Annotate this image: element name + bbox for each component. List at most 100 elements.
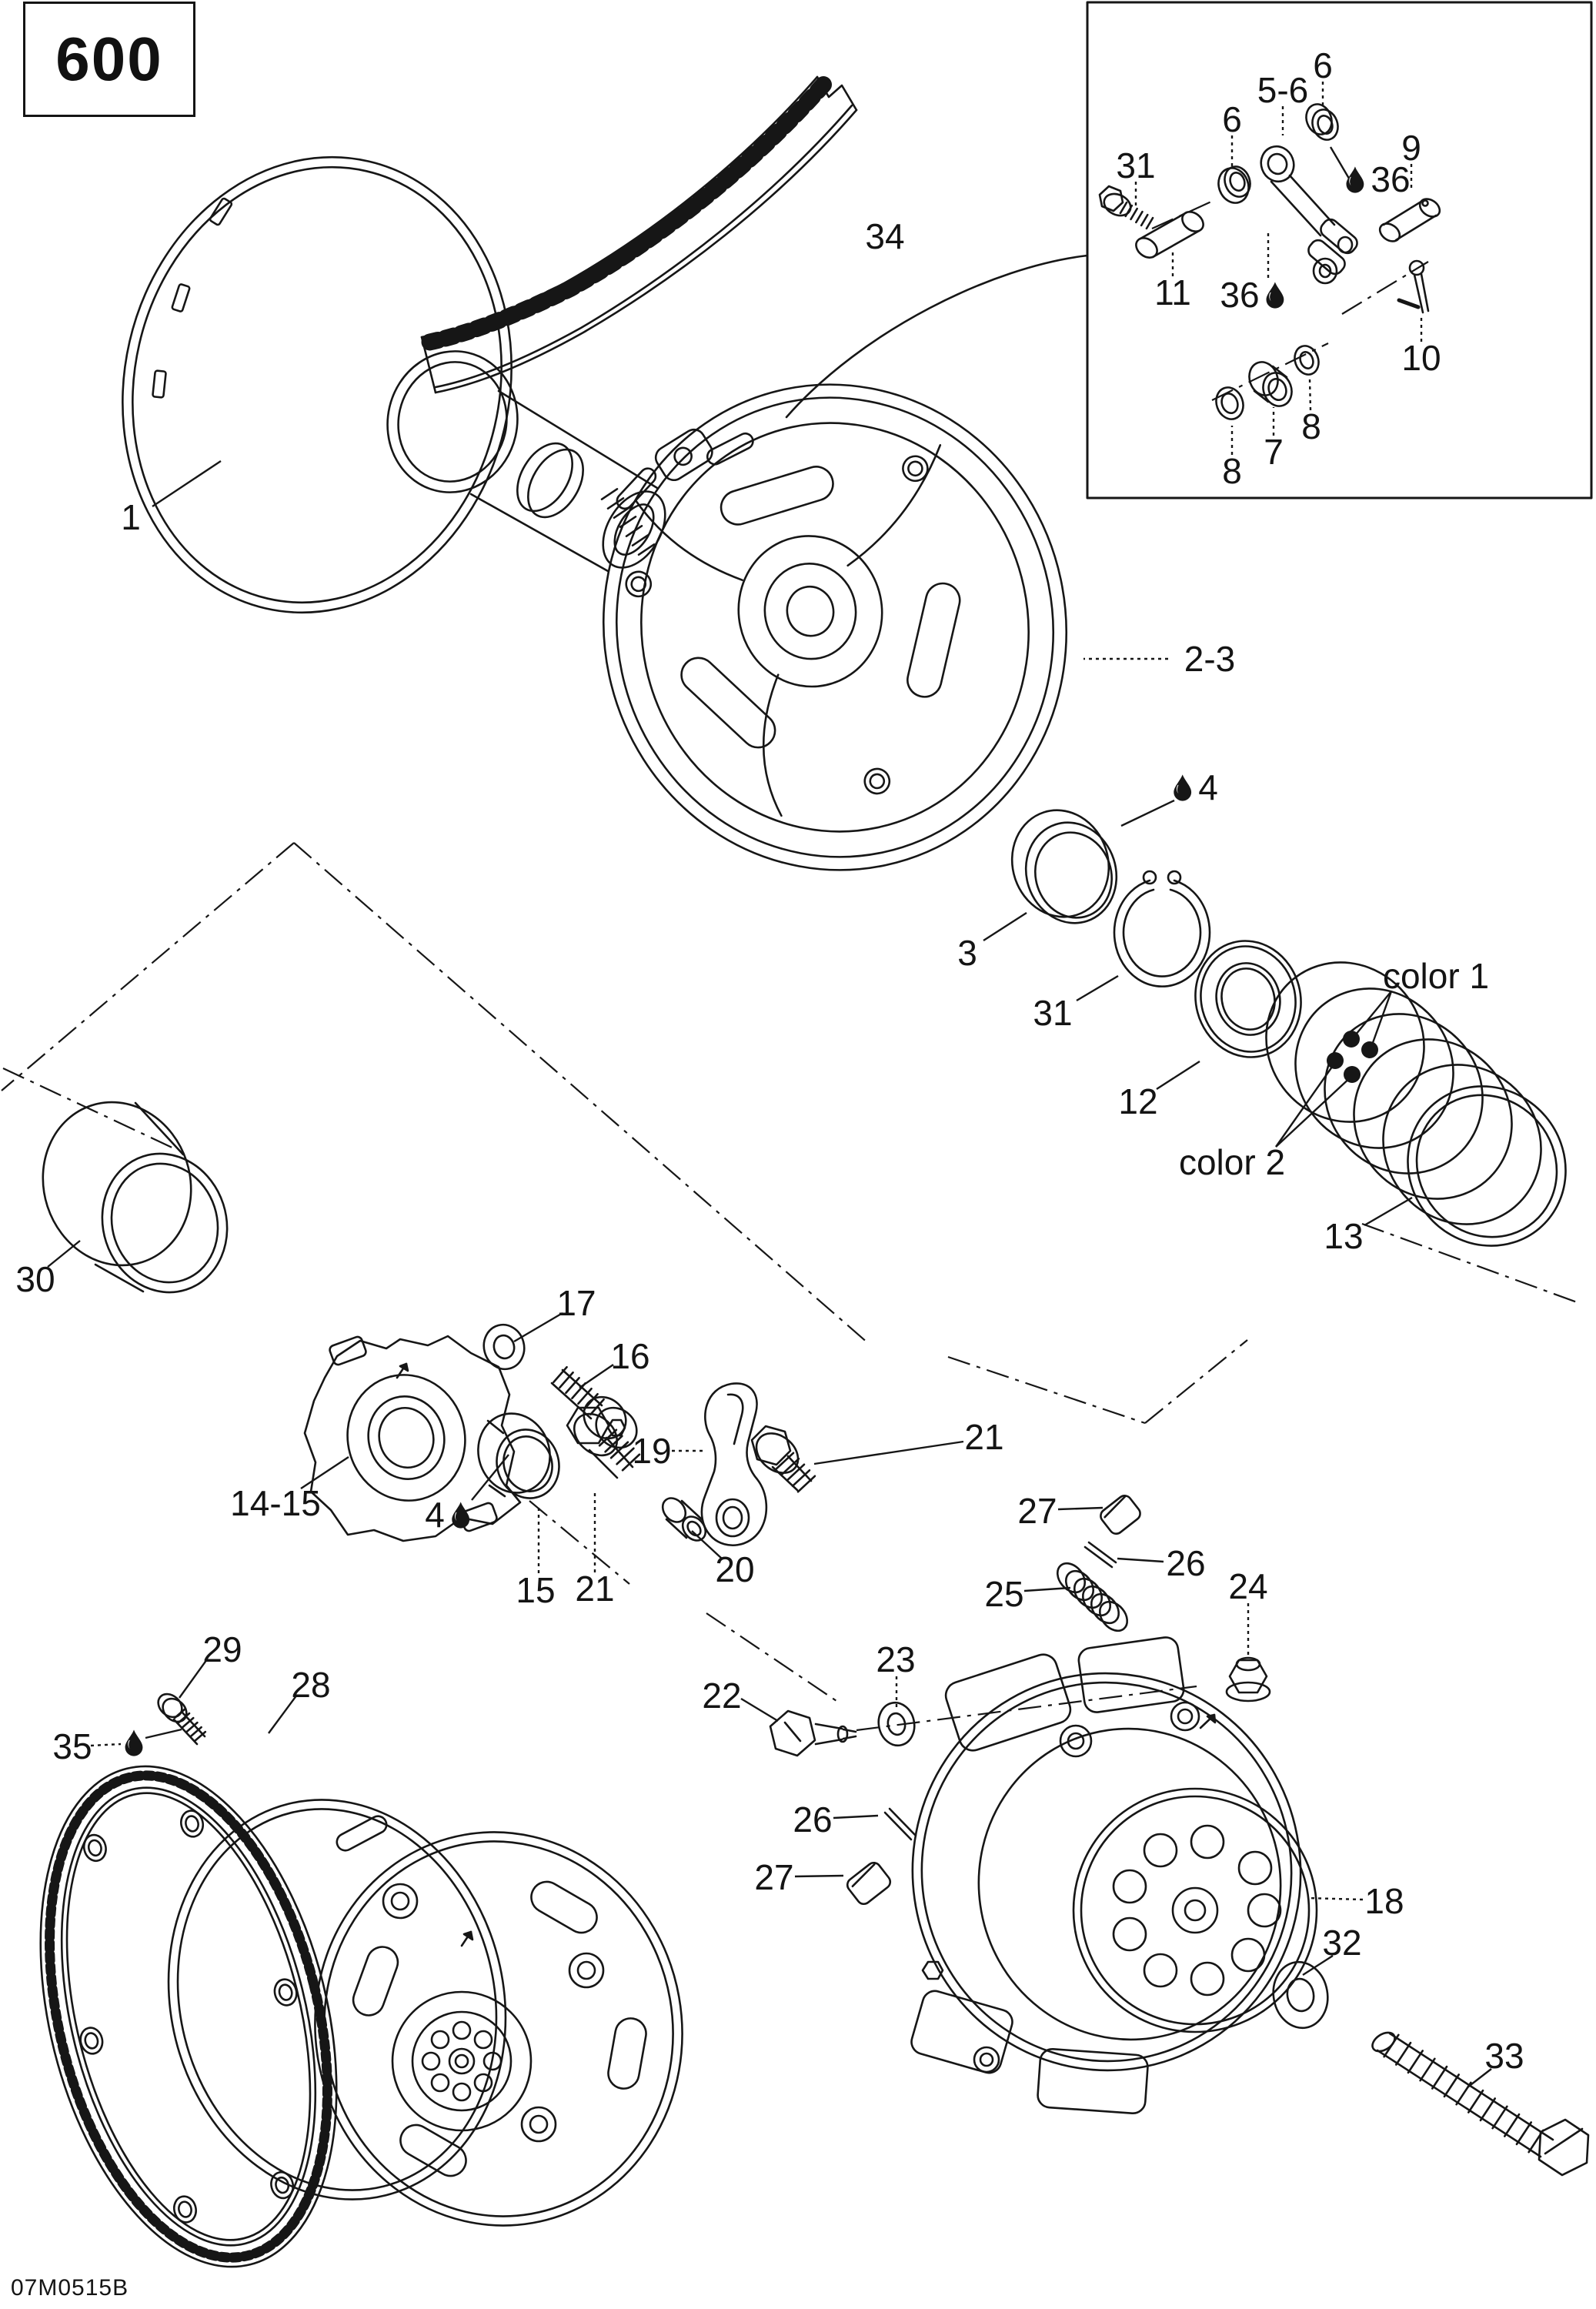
leader-line bbox=[813, 1440, 964, 1465]
thread-hatch bbox=[1407, 2050, 1424, 2074]
thread-hatch bbox=[1443, 2073, 1460, 2098]
part-number-label: 34 bbox=[865, 216, 905, 256]
part-callout-3: 3 bbox=[957, 935, 977, 971]
thread-hatch bbox=[1395, 2041, 1412, 2066]
part-callout-color-2: color 2 bbox=[1179, 1144, 1285, 1180]
thread-hatch bbox=[600, 488, 619, 500]
leader-line bbox=[47, 1240, 81, 1268]
part-number-label: 18 bbox=[1364, 1881, 1404, 1921]
thread-hatch bbox=[1130, 207, 1138, 221]
axis-line bbox=[1, 842, 295, 1091]
thread-hatch bbox=[1504, 2113, 1521, 2137]
axis-line bbox=[529, 1500, 630, 1585]
thread-hatch bbox=[589, 1398, 605, 1416]
cam-lever-drawing bbox=[700, 1382, 768, 1546]
axis-line bbox=[1211, 343, 1329, 401]
part-callout-8: 8 bbox=[1222, 453, 1242, 489]
part-number-label: 6 bbox=[1222, 99, 1242, 139]
part-callout-27: 27 bbox=[754, 1860, 793, 1895]
part-number-label: 21 bbox=[575, 1569, 615, 1609]
axis-line bbox=[293, 842, 869, 1344]
thread-hatch bbox=[565, 1376, 580, 1395]
part-number-label: 35 bbox=[52, 1726, 92, 1766]
leader-line bbox=[1275, 1061, 1337, 1148]
socket-screw-drawing bbox=[550, 1368, 638, 1449]
thread-hatch bbox=[559, 1371, 574, 1389]
slider-27-upper-drawing bbox=[1100, 1494, 1141, 1535]
model-badge-text: 600 bbox=[55, 25, 163, 93]
belt-drawing bbox=[419, 75, 858, 394]
thread-hatch bbox=[613, 506, 631, 519]
small-washer-17-drawing bbox=[482, 1323, 526, 1371]
part-callout-25: 25 bbox=[984, 1576, 1023, 1612]
part-callout-9: 9 bbox=[1401, 130, 1421, 165]
axis-line bbox=[2, 1068, 176, 1150]
part-number-label: 1 bbox=[121, 497, 141, 537]
part-number-label: 28 bbox=[291, 1665, 331, 1705]
leader-line bbox=[691, 1530, 723, 1559]
thread-hatch bbox=[185, 1721, 199, 1733]
thread-hatch bbox=[1383, 2033, 1400, 2058]
part-number-label: color 1 bbox=[1382, 956, 1490, 996]
document-code: 07M0515B bbox=[11, 2275, 129, 2301]
thread-hatch bbox=[775, 1452, 795, 1470]
ring-gear-drawing bbox=[39, 1765, 338, 2268]
thread-hatch bbox=[1124, 204, 1134, 218]
part-number-label: 13 bbox=[1324, 1216, 1364, 1256]
thread-hatch bbox=[1145, 216, 1154, 230]
fixed-sheave-drawing bbox=[122, 155, 666, 614]
leader-line bbox=[300, 1455, 349, 1490]
part-number-label: 19 bbox=[632, 1431, 672, 1471]
movable-sheave-drawing bbox=[910, 1636, 1318, 2115]
part-callout-29: 29 bbox=[202, 1632, 242, 1667]
thread-hatch bbox=[553, 1365, 568, 1384]
part-number-label: 31 bbox=[1033, 993, 1073, 1033]
oil-drop-icon bbox=[451, 1502, 469, 1529]
part-number-label: 10 bbox=[1401, 338, 1441, 378]
part-callout-31: 31 bbox=[1116, 148, 1155, 183]
leader-line bbox=[1467, 2068, 1492, 2088]
leader-line bbox=[1351, 991, 1392, 1040]
thread-hatch bbox=[1431, 2065, 1448, 2090]
part-number-label: 31 bbox=[1116, 145, 1156, 185]
leader-line bbox=[145, 1728, 182, 1739]
part-number-label: 11 bbox=[1154, 272, 1191, 312]
assembled-pulley-drawing bbox=[167, 1799, 683, 2227]
thread-hatch bbox=[637, 543, 656, 556]
leader-line bbox=[1302, 1954, 1334, 1977]
part-number-label: 14-15 bbox=[230, 1483, 321, 1523]
part-number-label: 3 bbox=[957, 933, 977, 973]
part-number-label: 32 bbox=[1322, 1923, 1362, 1963]
part-number-label: 17 bbox=[556, 1283, 596, 1323]
part-callout-20: 20 bbox=[715, 1552, 754, 1587]
thread-hatch bbox=[631, 534, 649, 546]
bolt-33-drawing bbox=[1371, 2031, 1590, 2177]
pin-26-upper-drawing bbox=[1083, 1541, 1117, 1569]
thread-hatch bbox=[577, 1387, 593, 1405]
thread-hatch bbox=[609, 1441, 629, 1459]
thread-hatch bbox=[178, 1712, 191, 1724]
leader-line bbox=[1329, 146, 1355, 187]
thread-hatch bbox=[1515, 2121, 1532, 2146]
thread-hatch bbox=[796, 1475, 816, 1493]
part-number-label: 27 bbox=[1017, 1491, 1057, 1531]
detail-callout-curve bbox=[785, 254, 1089, 419]
part-number-label: color 2 bbox=[1178, 1142, 1286, 1182]
leader-line bbox=[471, 1454, 509, 1501]
thread-hatch bbox=[780, 1457, 800, 1476]
pin-20-drawing bbox=[661, 1497, 707, 1542]
part-callout-13: 13 bbox=[1324, 1218, 1363, 1254]
spring-color1-dot bbox=[1343, 1031, 1360, 1048]
part-callout-6: 6 bbox=[1313, 48, 1333, 83]
leader-line bbox=[1023, 1586, 1071, 1592]
thread-hatch bbox=[1135, 210, 1144, 224]
axis-line bbox=[1341, 261, 1429, 315]
part-callout-8: 8 bbox=[1301, 409, 1321, 444]
oil-drop-icon bbox=[1266, 282, 1284, 309]
thread-hatch bbox=[786, 1463, 806, 1482]
part-callout-18: 18 bbox=[1364, 1883, 1404, 1919]
ring-drawing bbox=[1010, 809, 1118, 924]
thread-hatch bbox=[1479, 2097, 1496, 2122]
